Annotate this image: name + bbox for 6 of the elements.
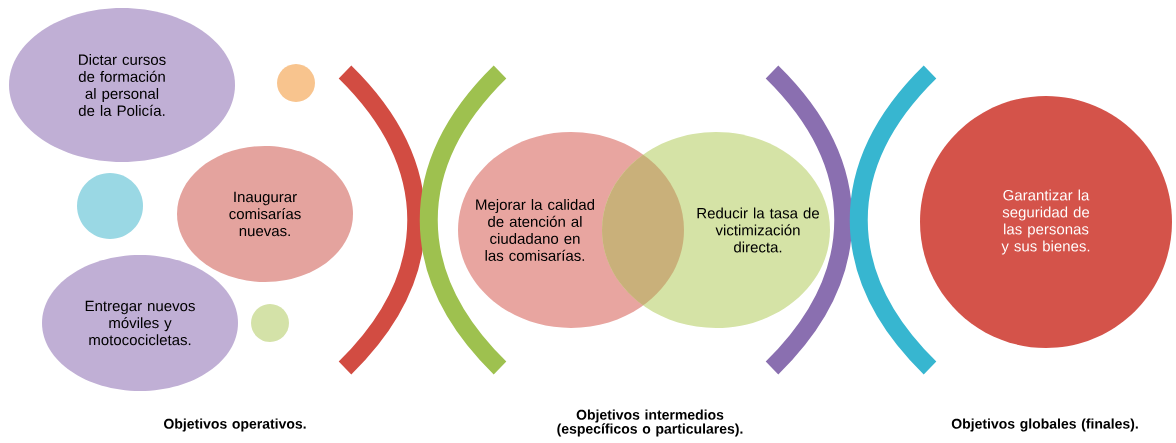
filled-circle — [277, 64, 315, 102]
filled-circle — [77, 173, 143, 239]
column-heading: Objetivos intermedios (específicos o particulares). — [557, 409, 743, 437]
filled-circle — [251, 304, 289, 342]
column-heading: Objetivos globales (finales). — [951, 418, 1138, 432]
column-heading: Objetivos operativos. — [164, 418, 306, 432]
